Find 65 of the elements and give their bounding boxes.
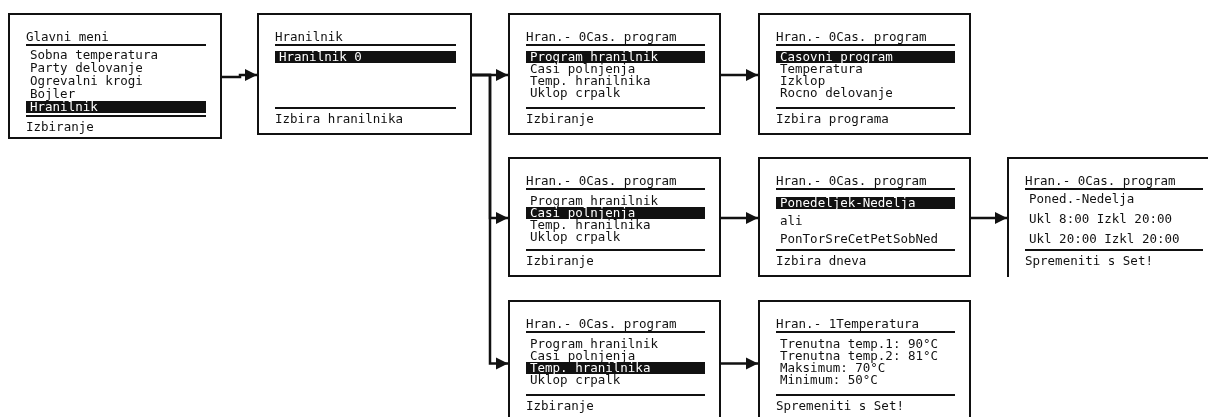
screen-title: Glavni meni: [26, 29, 206, 46]
menu-item: Program hranilnik: [529, 195, 659, 207]
display-screen: [758, 13, 971, 135]
screen-title: Hranilnik: [275, 29, 456, 46]
menu-item: Ogrevalni krogi: [29, 75, 144, 87]
display-screen: [8, 13, 222, 139]
selected-menu-item: Hranilnik 0: [275, 51, 456, 63]
status-line: Izbiranje: [526, 107, 705, 126]
arrow: [971, 211, 1007, 225]
menu-item: Uklop crpalk: [529, 87, 622, 99]
screen-title: Hran.- 0Cas. program: [526, 316, 705, 333]
menu-item: Izklop: [779, 75, 826, 87]
display-screen: [257, 13, 472, 135]
display-screen: [508, 300, 721, 417]
selected-menu-item: Casi polnjenja: [526, 207, 705, 219]
status-line: Izbira programa: [776, 107, 955, 126]
menu-item: Temperatura: [779, 63, 863, 75]
status-line: Spremeniti s Set!: [776, 394, 955, 413]
screen-title: Hran.- 0Cas. program: [776, 173, 955, 190]
display-screen: [508, 13, 721, 135]
menu-item: Temp. hranilnika: [529, 219, 652, 231]
selected-menu-item: Temp. hranilnika: [526, 362, 705, 374]
menu-item: Ukl 8:00 Izkl 20:00: [1028, 213, 1173, 225]
arrow: [721, 68, 758, 82]
display-screen: [508, 157, 721, 277]
menu-item: Ukl 20:00 Izkl 20:00: [1028, 233, 1181, 245]
selected-menu-item: Casovni program: [776, 51, 955, 63]
status-line: Izbiranje: [526, 394, 705, 413]
status-line: Izbiranje: [526, 249, 705, 268]
menu-item: Temp. hranilnika: [529, 75, 652, 87]
screen-title: Hran.- 0Cas. program: [526, 29, 705, 46]
arrow: [721, 211, 758, 225]
display-screen: [758, 157, 971, 277]
selected-menu-item: Ponedeljek-Nedelja: [776, 197, 955, 209]
status-line: Izbira dneva: [776, 249, 955, 268]
menu-item: Uklop crpalk: [529, 374, 622, 386]
selected-menu-item: Hranilnik: [26, 101, 206, 113]
menu-item: Rocno delovanje: [779, 87, 894, 99]
menu-item: Minimum: 50°C: [779, 374, 879, 386]
menu-item: Poned.-Nedelja: [1028, 193, 1136, 205]
menu-item: ali: [779, 215, 804, 227]
menu-item: Trenutna temp.2: 81°C: [779, 350, 940, 362]
menu-item: Uklop crpalk: [529, 231, 622, 243]
arrow: [721, 357, 758, 370]
menu-item: Casi polnjenja: [529, 63, 636, 75]
screen-title: Hran.- 0Cas. program: [526, 173, 705, 190]
menu-item: Sobna temperatura: [29, 49, 159, 61]
menu-item: Trenutna temp.1: 90°C: [779, 338, 940, 350]
screen-title: Hran.- 0Cas. program: [776, 29, 955, 46]
menu-item: Maksimum: 70°C: [779, 362, 886, 374]
selected-menu-item: Program hranilnik: [526, 51, 705, 63]
display-screen: [1007, 157, 1208, 277]
screen-title: Hran.- 0Cas. program: [1025, 173, 1203, 190]
menu-item: PonTorSreCetPetSobNed: [779, 233, 940, 245]
arrow: [222, 68, 257, 82]
screen-title: Hran.- 1Temperatura: [776, 316, 955, 333]
arrow: [472, 73, 508, 370]
menu-item: Program hranilnik: [529, 338, 659, 350]
display-screen: [758, 300, 971, 417]
status-line: Izbiranje: [26, 115, 206, 134]
menu-item: Casi polnjenja: [529, 350, 636, 362]
menu-item: Bojler: [29, 88, 76, 100]
status-line: Spremeniti s Set!: [1025, 249, 1203, 268]
menu-item: Party delovanje: [29, 62, 143, 74]
status-line: Izbira hranilnika: [275, 107, 456, 126]
